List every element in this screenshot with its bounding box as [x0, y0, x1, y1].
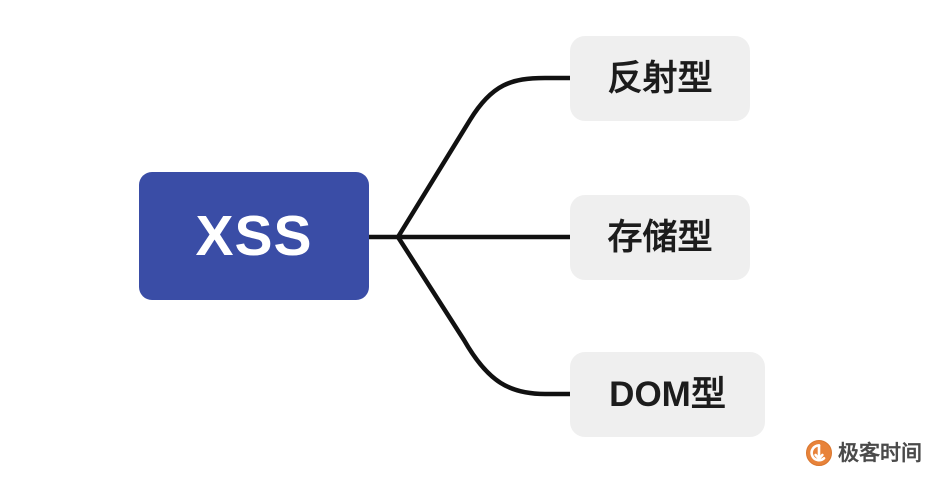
connector-to-reflected	[396, 75, 570, 239]
root-node-xss[interactable]: XSS	[139, 172, 369, 300]
child-node-reflected[interactable]: 反射型	[570, 36, 750, 121]
watermark-label: 极客时间	[838, 441, 922, 465]
geektime-logo-icon	[806, 440, 832, 466]
connector-to-dom	[396, 235, 570, 397]
child-node-dom[interactable]: DOM型	[570, 352, 765, 437]
child-node-stored[interactable]: 存储型	[570, 195, 750, 280]
child-node-label-stored: 存储型	[607, 218, 713, 257]
child-node-label-reflected: 反射型	[607, 59, 713, 98]
watermark: 极客时间	[806, 440, 922, 466]
child-node-label-dom: DOM型	[609, 375, 726, 414]
root-node-label: XSS	[195, 203, 313, 268]
